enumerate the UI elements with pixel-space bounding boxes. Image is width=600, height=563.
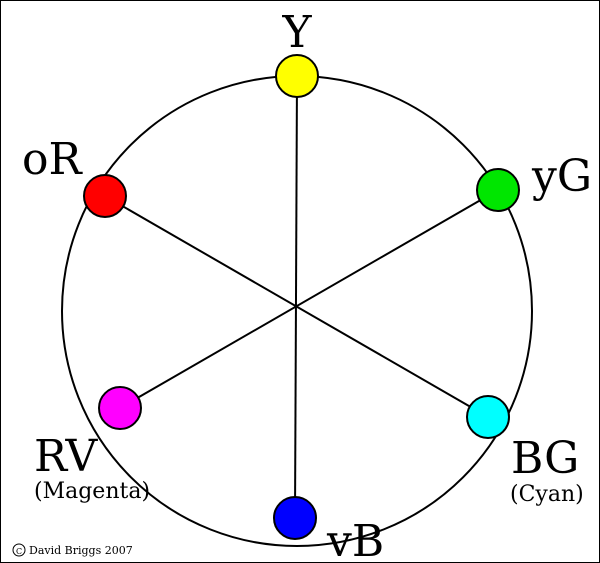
node-rv: [98, 386, 142, 430]
sublabel-bg: (Cyan): [510, 482, 584, 507]
label-or: oR: [22, 134, 83, 185]
copyright-circle-icon: [12, 543, 26, 557]
label-vb: vB: [326, 516, 384, 562]
line-y-vb: [294, 75, 298, 519]
label-y: Y: [281, 7, 312, 58]
label-rv: RV: [34, 431, 99, 482]
line-yg-rv: [119, 189, 499, 409]
line-or-bg: [104, 195, 489, 418]
node-or: [83, 174, 127, 218]
node-vb: [273, 496, 317, 540]
connection-lines: [104, 75, 499, 519]
node-bg: [466, 395, 510, 439]
copyright-text: David Briggs 2007: [29, 544, 133, 557]
label-yg: yG: [531, 151, 592, 202]
node-yg: [476, 168, 520, 212]
sublabel-rv: (Magenta): [34, 479, 150, 504]
node-y: [275, 54, 319, 98]
label-bg: BG: [511, 433, 579, 484]
copyright-c: C: [16, 547, 22, 556]
